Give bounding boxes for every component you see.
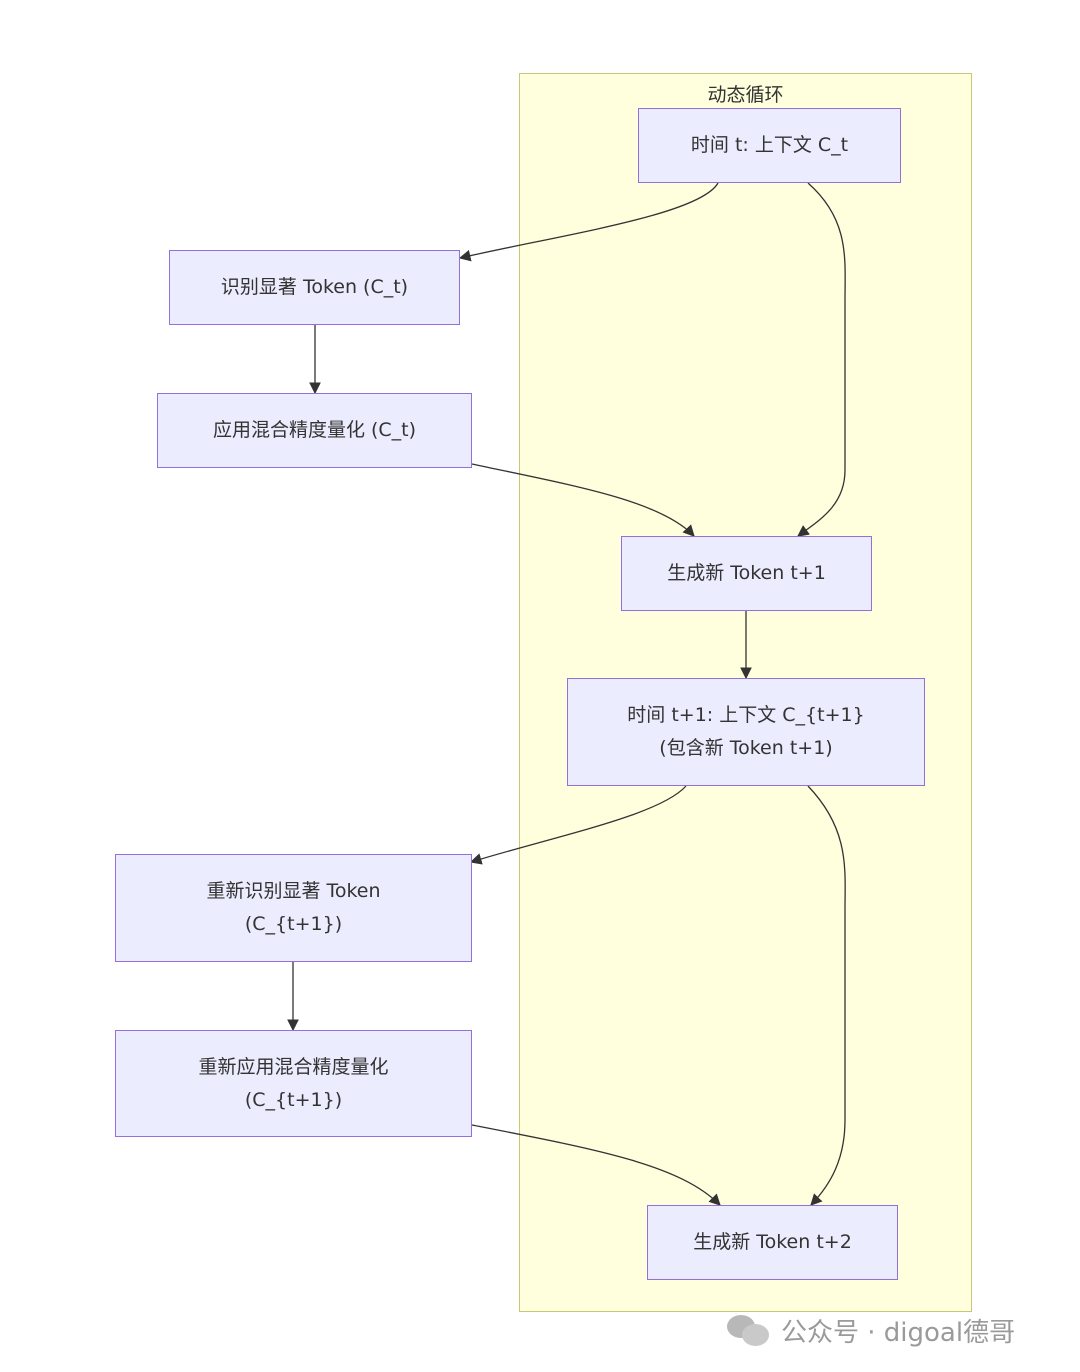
node-generate-token-t2: 生成新 Token t+2 <box>647 1205 898 1280</box>
wechat-icon <box>727 1313 771 1347</box>
node-label-line: 重新应用混合精度量化 <box>198 1055 389 1078</box>
node-label-line: 重新识别显著 Token <box>206 880 381 902</box>
node-label-line: (C_{t+1}) <box>244 1088 343 1111</box>
watermark: 公众号 · digoal德哥 <box>727 1310 1015 1350</box>
edge-quant-to-gen-t1 <box>471 463 695 537</box>
node-identify-salient-tokens: 识别显著 Token (C_t) <box>169 250 460 325</box>
node-label-line: 时间 t: 上下文 C_t <box>690 134 849 156</box>
node-label-line: (包含新 Token t+1) <box>659 737 833 759</box>
edge-requant-to-gen-t2 <box>471 1124 721 1206</box>
watermark-text: 公众号 · digoal德哥 <box>781 1317 1016 1348</box>
node-reapply-mixed-precision: 重新应用混合精度量化 (C_{t+1}) <box>115 1030 472 1137</box>
node-context-t1: 时间 t+1: 上下文 C_{t+1} (包含新 Token t+1) <box>567 678 925 786</box>
node-apply-mixed-precision: 应用混合精度量化 (C_t) <box>157 393 472 468</box>
node-generate-token-t1: 生成新 Token t+1 <box>621 536 872 611</box>
node-label-line: 生成新 Token t+2 <box>693 1231 852 1253</box>
edge-ctx-to-gen-t1 <box>797 182 846 537</box>
subgraph-title: 动态循环 <box>707 84 784 106</box>
node-context-t: 时间 t: 上下文 C_t <box>638 108 901 183</box>
node-label-line: 时间 t+1: 上下文 C_{t+1} <box>627 704 865 726</box>
edge-ctx-to-identify <box>458 182 719 262</box>
node-label-line: 生成新 Token t+1 <box>667 562 826 584</box>
edge-ctx-t1-to-reidentify <box>469 785 687 865</box>
edge-ctx-t1-to-gen-t2 <box>807 785 846 1206</box>
node-label-line: 应用混合精度量化 (C_t) <box>212 419 417 441</box>
node-reidentify-salient-tokens: 重新识别显著 Token (C_{t+1}) <box>115 854 472 962</box>
node-label-line: 识别显著 Token (C_t) <box>220 276 409 298</box>
node-label-line: (C_{t+1}) <box>244 913 343 935</box>
